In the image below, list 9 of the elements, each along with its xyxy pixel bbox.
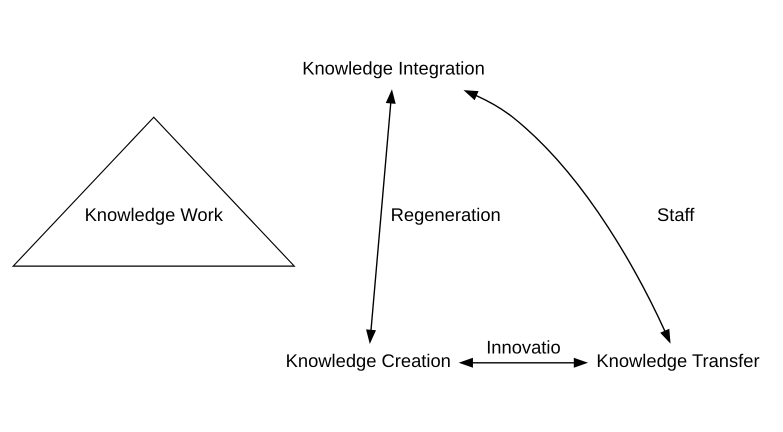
edge-label: Regeneration	[390, 203, 501, 224]
arrow	[464, 90, 671, 344]
arrow	[366, 88, 396, 344]
node-text: Knowledge Transfer	[596, 350, 760, 371]
node-text: Knowledge Integration	[302, 57, 485, 78]
edge-label: Innovatio	[486, 336, 561, 357]
node-text: Knowledge Creation	[286, 350, 451, 371]
edge-label: Staff	[657, 203, 694, 224]
arrow	[458, 357, 588, 368]
